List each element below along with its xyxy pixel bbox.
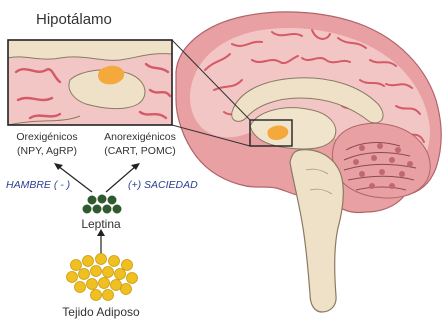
hypothalamus-label: Hipotálamo — [36, 12, 112, 29]
anorexigenic-examples: (CART, POMC) — [104, 146, 176, 158]
orexigenic-title: Orexigénicos — [16, 132, 77, 144]
brain — [176, 12, 441, 312]
leptin-label: Leptina — [81, 218, 120, 231]
hypothalamus-inset — [8, 40, 172, 125]
satiety-label: (+) SACIEDAD — [128, 180, 198, 192]
hunger-label: HAMBRE ( - ) — [6, 180, 70, 192]
brainstem — [290, 150, 343, 312]
adipose-label: Tejido Adiposo — [62, 306, 139, 319]
orexigenic-examples: (NPY, AgRP) — [17, 146, 77, 158]
leptin-molecules — [83, 195, 122, 214]
adipose-cells — [67, 254, 138, 301]
anorexigenic-title: Anorexigénicos — [104, 132, 176, 144]
